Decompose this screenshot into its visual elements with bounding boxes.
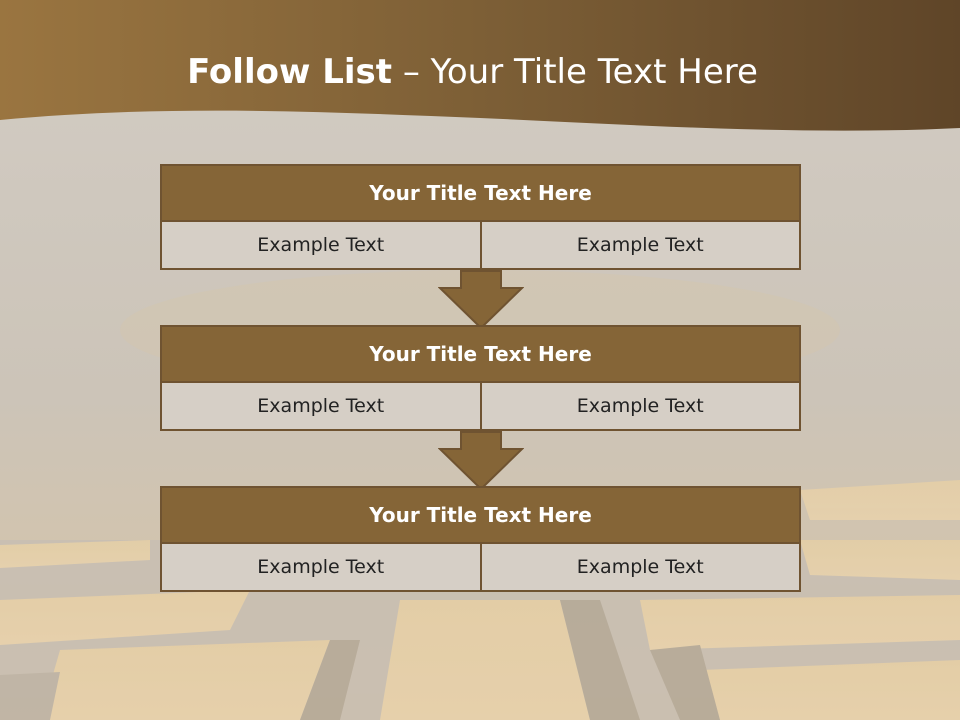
slide-title: Follow List – Your Title Text Here [0, 52, 945, 92]
list-block-3: Your Title Text Here Example Text Exampl… [160, 486, 801, 592]
block-1-title: Your Title Text Here [162, 166, 799, 222]
list-block-2: Your Title Text Here Example Text Exampl… [160, 325, 801, 431]
slide-title-bold: Follow List [187, 52, 393, 92]
block-3-left-text: Example Text [162, 544, 480, 590]
block-3-right-text: Example Text [479, 544, 799, 590]
block-3-title: Your Title Text Here [162, 488, 799, 544]
down-arrow-icon [438, 270, 524, 330]
block-2-right-text: Example Text [479, 383, 799, 429]
block-1-right-text: Example Text [479, 222, 799, 268]
block-2-title: Your Title Text Here [162, 327, 799, 383]
slide-title-rest: – Your Title Text Here [392, 52, 758, 92]
block-2-left-text: Example Text [162, 383, 480, 429]
down-arrow-icon [438, 431, 524, 491]
block-1-left-text: Example Text [162, 222, 480, 268]
list-block-1: Your Title Text Here Example Text Exampl… [160, 164, 801, 270]
